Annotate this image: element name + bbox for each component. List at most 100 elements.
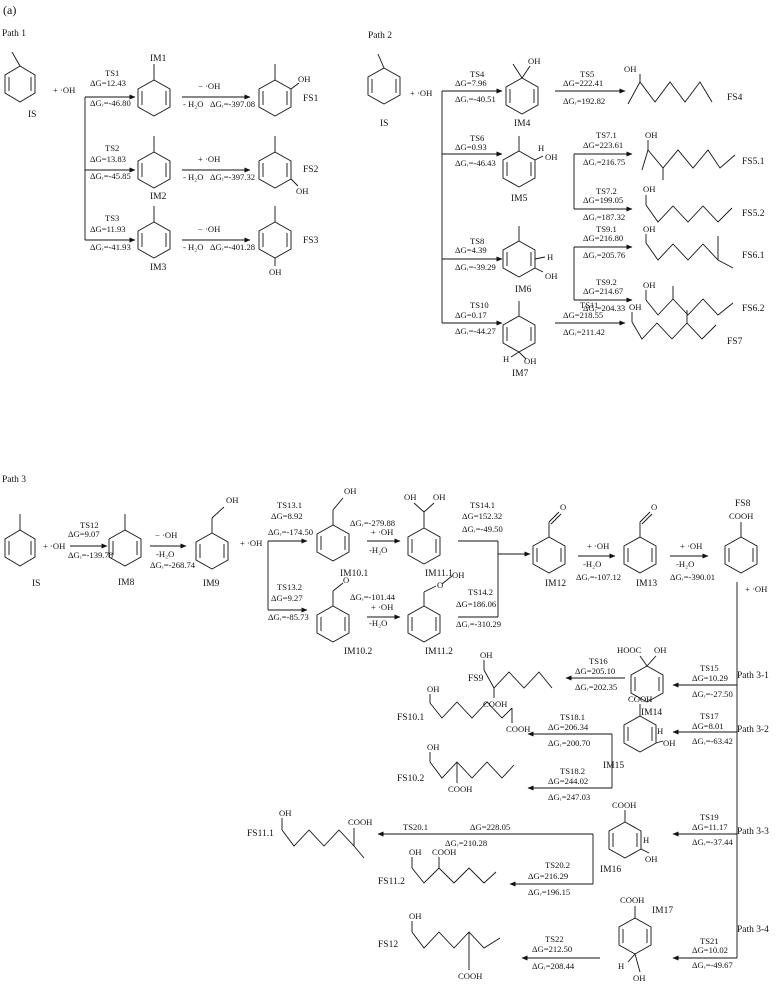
molecule-fs7 <box>631 310 717 340</box>
im13-dgr: ΔGᵣ=-390.01 <box>670 572 715 582</box>
molecule-im3 <box>137 206 171 259</box>
im101-minus-h2o: -H₂O <box>369 545 387 555</box>
ts182-dgr: ΔGᵣ=247.03 <box>548 792 590 802</box>
molecule-fs61 <box>645 234 734 269</box>
fs52-oh: OH <box>643 184 655 194</box>
fs8-cooh: COOH <box>729 511 753 521</box>
im101-oh: OH <box>344 486 356 496</box>
im4-oh: OH <box>528 56 540 66</box>
label-im102: IM10.2 <box>344 647 372 657</box>
path-1-label: Path 1 <box>2 29 26 39</box>
ts142-label: TS14.2 <box>468 587 493 597</box>
ts72-dg: ΔG=199.05 <box>583 195 623 205</box>
molecule-fs1 <box>258 64 300 117</box>
ts202-label: TS20.2 <box>545 860 570 870</box>
ts181-label: TS18.1 <box>560 712 585 722</box>
reagent-plus-oh-4: + ·OH <box>240 538 262 548</box>
ts17-dgr: ΔGᵣ=-63.42 <box>692 736 733 746</box>
ts21-dgr: ΔGᵣ=-49.67 <box>692 960 733 970</box>
im12-minus-h2o: -H₂O <box>583 559 601 569</box>
fs112-cooh: COOH <box>432 847 456 857</box>
label-fs7: FS7 <box>727 337 743 347</box>
label-im2: IM2 <box>150 192 167 202</box>
ts22-dgr: ΔGᵣ=208.44 <box>532 961 575 971</box>
im112-o: O <box>437 580 443 590</box>
im8-dgr: ΔGᵣ=-268.74 <box>150 560 196 570</box>
fs102-oh: OH <box>427 742 439 752</box>
molecule-im14 <box>630 655 664 703</box>
molecule-fs12 <box>411 921 501 970</box>
ts3-dg: ΔG=11.93 <box>90 224 126 234</box>
ts181-dgr: ΔGᵣ=200.70 <box>548 738 590 748</box>
label-im6: IM6 <box>515 285 532 295</box>
ts131-label: TS13.1 <box>277 500 302 510</box>
im17-h: H <box>618 961 624 971</box>
ts3-label: TS3 <box>105 213 119 223</box>
ts141-label: TS14.1 <box>470 500 495 510</box>
molecule-im111 <box>407 502 441 565</box>
im2-dgr: ΔGᵣ=-397.32 <box>210 172 255 182</box>
im8-minus-oh: − ·OH <box>155 530 177 540</box>
fs2-oh: OH <box>296 186 308 196</box>
molecule-im6 <box>502 226 546 278</box>
fs61-oh: OH <box>643 224 655 234</box>
molecule-im12 <box>532 511 566 574</box>
ts11-dg: ΔG=218.55 <box>563 310 603 320</box>
molecule-im16 <box>608 810 650 859</box>
molecule-fs3 <box>258 206 292 266</box>
ts17-dg: ΔG=8.01 <box>692 721 724 731</box>
label-im111: IM11.1 <box>425 569 453 579</box>
molecule-im17 <box>618 906 652 973</box>
label-im3: IM3 <box>150 263 167 273</box>
reagent-plus-oh-1: + ·OH <box>53 85 75 95</box>
im1-minus-h2o: - H₂O <box>183 99 203 109</box>
im111-oh-1: OH <box>404 492 416 502</box>
ts91-label: TS9.1 <box>596 224 617 234</box>
ts15-dgr: ΔGᵣ=-27.50 <box>692 689 733 699</box>
ts19-dgr: ΔGᵣ=-37.44 <box>692 837 733 847</box>
label-fs9: FS9 <box>468 674 484 684</box>
fs4-oh: OH <box>624 64 636 74</box>
label-fs1: FS1 <box>303 94 319 104</box>
fs51-oh: OH <box>645 130 657 140</box>
label-fs4: FS4 <box>727 93 743 103</box>
molecule-im9 <box>195 506 229 570</box>
ts142-dg: ΔG=186.06 <box>456 599 497 609</box>
fs101-cooh: COOH <box>506 724 530 734</box>
label-fs51: FS5.1 <box>742 157 765 167</box>
molecule-fs112 <box>411 857 497 884</box>
ts1-label: TS1 <box>105 68 119 78</box>
im6-h: H <box>547 252 553 262</box>
molecule-im101 <box>316 497 350 562</box>
molecule-im1 <box>137 64 171 117</box>
ts201-dgr: ΔGᵣ=210.28 <box>445 838 487 848</box>
molecule-fs51 <box>641 140 736 180</box>
label-im15: IM15 <box>603 761 624 771</box>
im12-o: O <box>560 502 566 512</box>
im101-dgr: ΔGᵣ=-279.88 <box>350 518 395 528</box>
ts91-dgr: ΔGᵣ=205.76 <box>583 250 626 260</box>
label-fs101: FS10.1 <box>397 713 424 723</box>
ts132-dgr: ΔGᵣ=-85.73 <box>268 612 309 622</box>
im17-cooh: COOH <box>620 895 644 905</box>
ts71-label: TS7.1 <box>596 130 617 140</box>
im7-oh: OH <box>524 356 536 366</box>
label-fs3: FS3 <box>303 236 319 246</box>
reagent-plus-oh-3: + ·OH <box>43 541 65 551</box>
ts5-label: TS5 <box>580 69 594 79</box>
label-im112: IM11.2 <box>425 647 453 657</box>
ts142-dgr: ΔGᵣ=-310.29 <box>456 619 501 629</box>
im112-oh: OH <box>452 570 464 580</box>
ts19-dg: ΔG=11.17 <box>692 822 728 832</box>
label-im7: IM7 <box>512 369 529 379</box>
ts16-dgr: ΔGᵣ=202.35 <box>575 682 617 692</box>
fs7-oh: OH <box>629 302 641 312</box>
im13-minus-h2o: -H₂O <box>676 559 694 569</box>
ts181-dg: ΔG=206.34 <box>548 722 589 732</box>
molecule-fs52 <box>645 195 733 223</box>
ts10-label: TS10 <box>470 300 489 310</box>
im1-minus-oh: − ·OH <box>198 81 220 91</box>
molecule-fs101 <box>429 694 513 723</box>
im5-h: H <box>538 143 544 153</box>
